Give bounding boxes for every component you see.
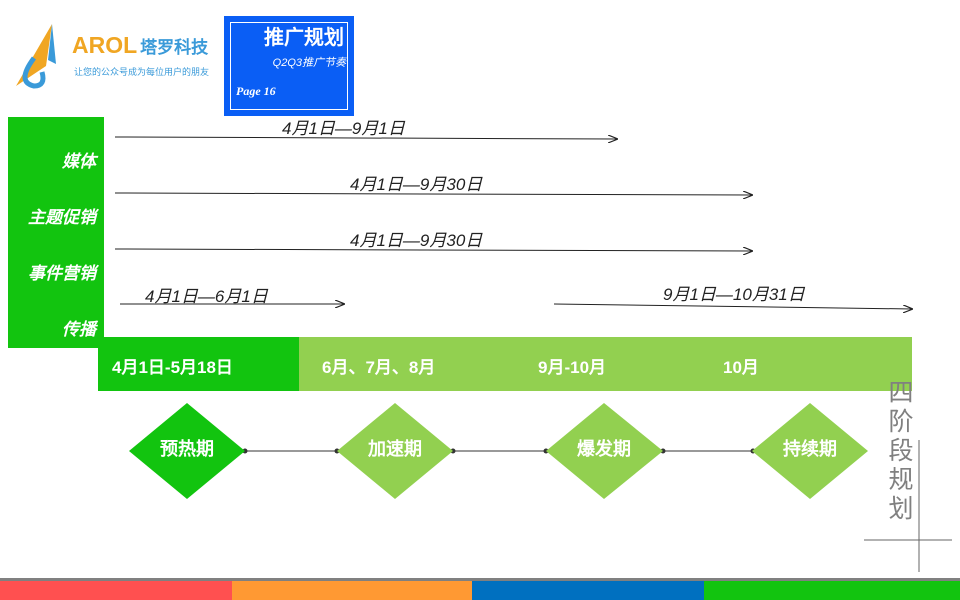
- range-label-event: 4月1日—9月30日: [350, 231, 483, 250]
- phase-diamond-burst: [546, 403, 663, 499]
- side-title-char: 规: [888, 465, 914, 494]
- range-arrow-communication-2: [553, 303, 912, 309]
- stage-label-2: 6月、7月、8月: [322, 358, 436, 377]
- phase-diamond-warmup: [129, 403, 245, 499]
- channel-panel: 媒体 主题促销 事件营销 传播: [8, 117, 104, 348]
- phase-label-sustain: 持续期: [783, 439, 837, 459]
- stage-label-4: 10月: [723, 358, 759, 377]
- range-label-media: 4月1日—9月1日: [282, 119, 405, 138]
- title-box-border: [230, 22, 348, 110]
- phase-label-burst: 爆发期: [577, 439, 631, 459]
- footer-divider: [0, 578, 960, 581]
- footer-segment-blue: [472, 581, 704, 600]
- logo-brand-en: AROL: [72, 32, 138, 58]
- range-arrow-promotion: [114, 193, 752, 195]
- logo-brand-cn: 塔罗科技: [140, 38, 209, 57]
- phase-label-acceleration: 加速期: [368, 439, 422, 459]
- footer-segment-green: [704, 581, 960, 600]
- range-label-communication-2: 9月1日—10月31日: [663, 285, 805, 304]
- side-title-char: 划: [888, 494, 914, 523]
- channel-communication: 传播: [62, 320, 96, 339]
- title-box: 推广规划 Q2Q3推广节奏 Page 16: [224, 16, 354, 116]
- side-title-char: 阶: [888, 407, 914, 436]
- channel-media: 媒体: [62, 152, 96, 171]
- phase-label-warmup: 预热期: [160, 439, 214, 459]
- channel-promotion: 主题促销: [28, 208, 96, 227]
- footer-segment-orange: [232, 581, 472, 600]
- range-label-communication-1: 4月1日—6月1日: [145, 287, 268, 306]
- footer-segment-red: [0, 581, 232, 600]
- side-title-char: 四: [888, 378, 914, 407]
- range-label-promotion: 4月1日—9月30日: [350, 175, 483, 194]
- range-arrow-event: [114, 249, 752, 251]
- stage-bar-first: [98, 337, 299, 391]
- side-title-char: 段: [888, 436, 914, 465]
- page-subtitle: Q2Q3推广节奏: [272, 57, 346, 69]
- page-number: Page 16: [236, 84, 276, 98]
- phase-diamond-sustain: [752, 403, 868, 499]
- phase-diamond-acceleration: [337, 403, 453, 499]
- stage-label-1: 4月1日-5月18日: [112, 358, 233, 377]
- page-title: 推广规划: [264, 27, 344, 49]
- stage-label-3: 9月-10月: [538, 358, 607, 377]
- side-title: 四 阶 段 规 划: [886, 378, 916, 523]
- range-arrow-media: [114, 137, 617, 139]
- logo-tagline: 让您的公众号成为每位用户的朋友: [74, 67, 210, 77]
- channel-event-marketing: 事件营销: [28, 264, 96, 283]
- logo-a-icon: [16, 24, 56, 89]
- footer-color-bar: [0, 578, 960, 600]
